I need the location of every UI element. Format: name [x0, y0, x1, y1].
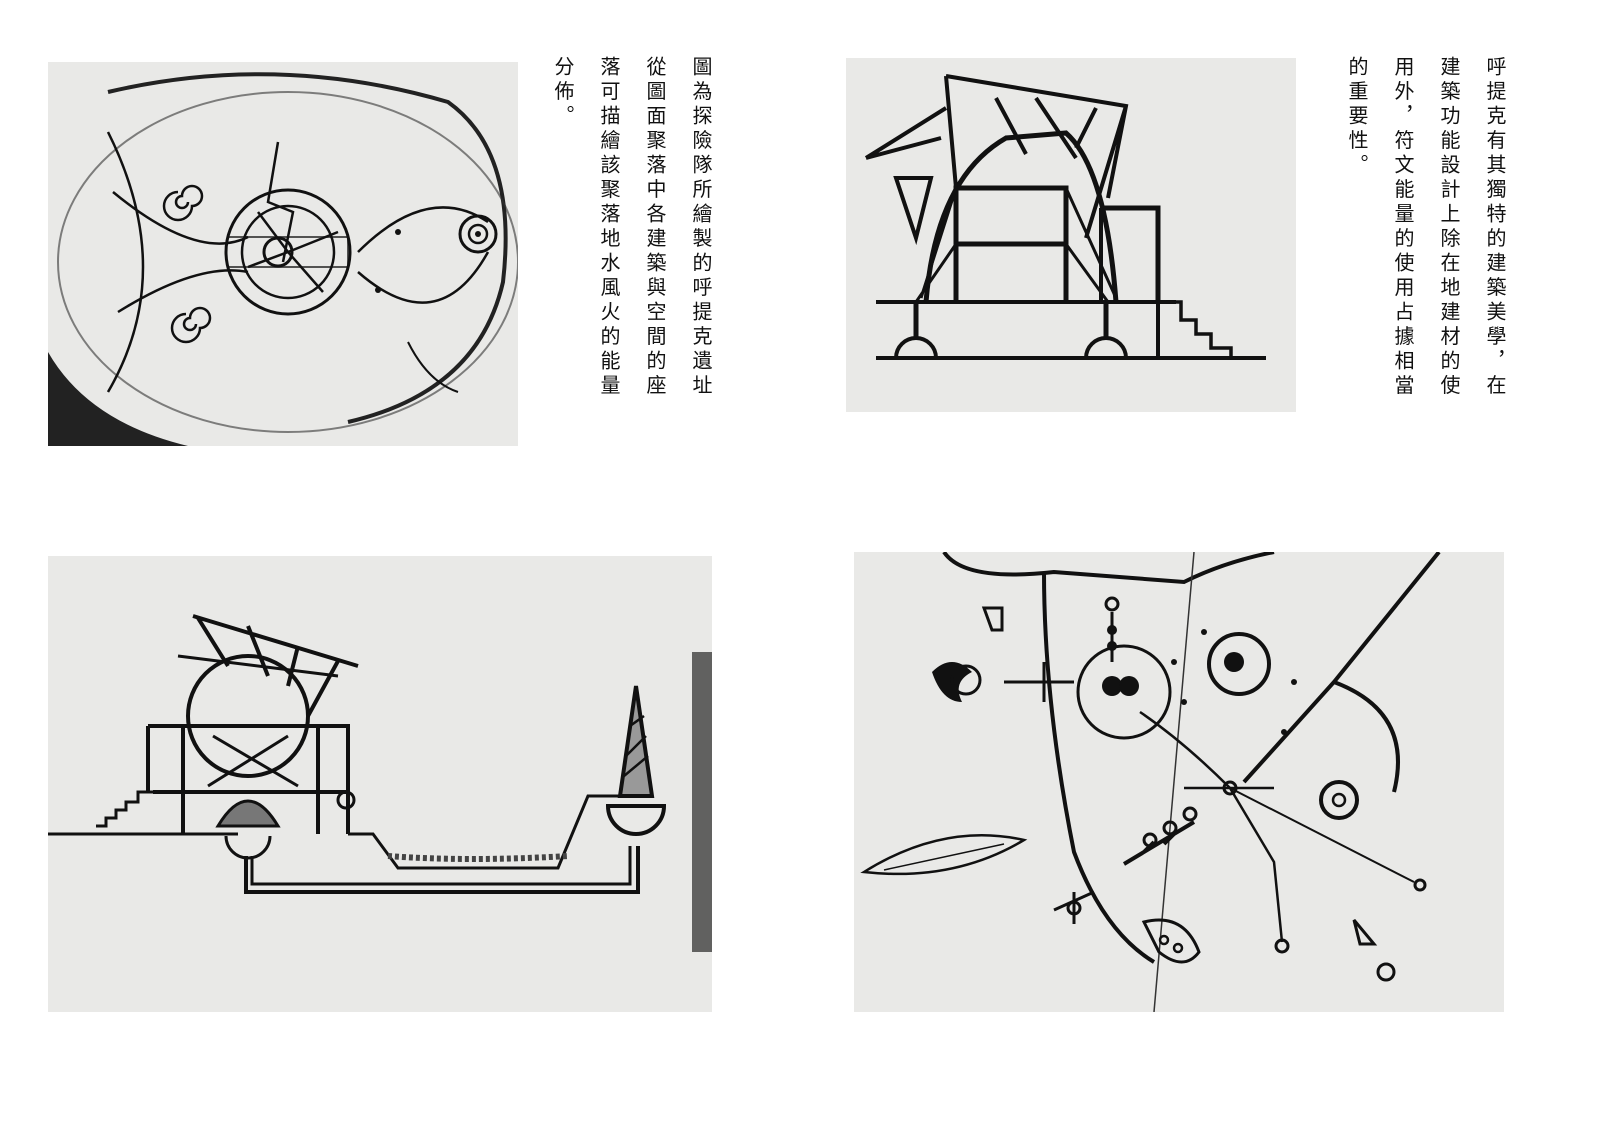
architecture-caption: 呼提克有其獨特的建築美學，在 建築功能設計上除在地建材的使 用外，符文能量的使用… — [1345, 56, 1507, 399]
building-section-icon — [846, 58, 1296, 412]
aqueduct-section-etching — [48, 556, 712, 1012]
site-plan-caption: 圖為探險隊所繪製的呼提克遺址 從圖面聚落中各建築與空間的座 落可描繪該聚落地水風… — [551, 56, 713, 399]
site-plan-etching — [48, 62, 518, 446]
building-section-etching — [846, 58, 1296, 412]
settlement-map-etching — [854, 552, 1504, 1012]
site-plan-icon — [48, 62, 518, 446]
settlement-map-icon — [854, 552, 1504, 1012]
aqueduct-section-icon — [48, 556, 712, 1012]
